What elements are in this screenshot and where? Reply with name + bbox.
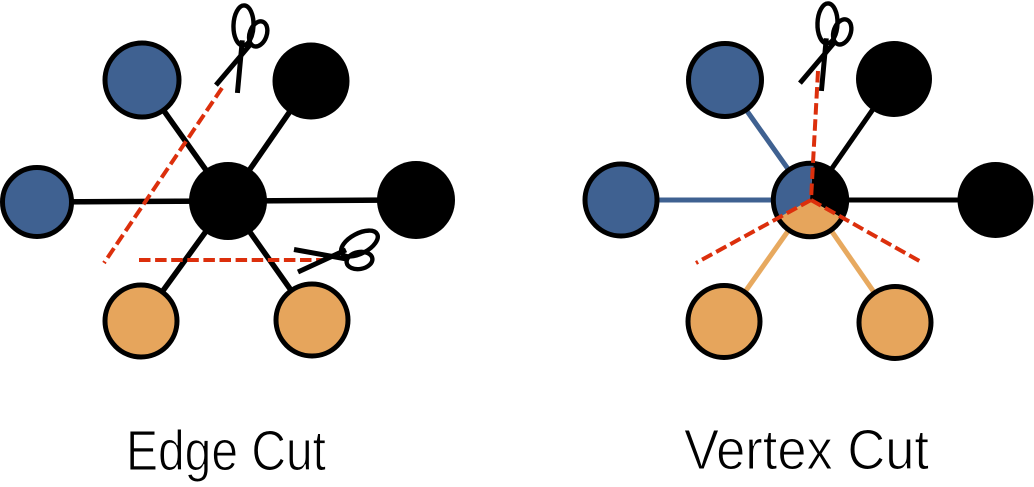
svg-text:Edge Cut: Edge Cut (126, 419, 326, 483)
svg-text:Vertex Cut: Vertex Cut (684, 418, 929, 482)
